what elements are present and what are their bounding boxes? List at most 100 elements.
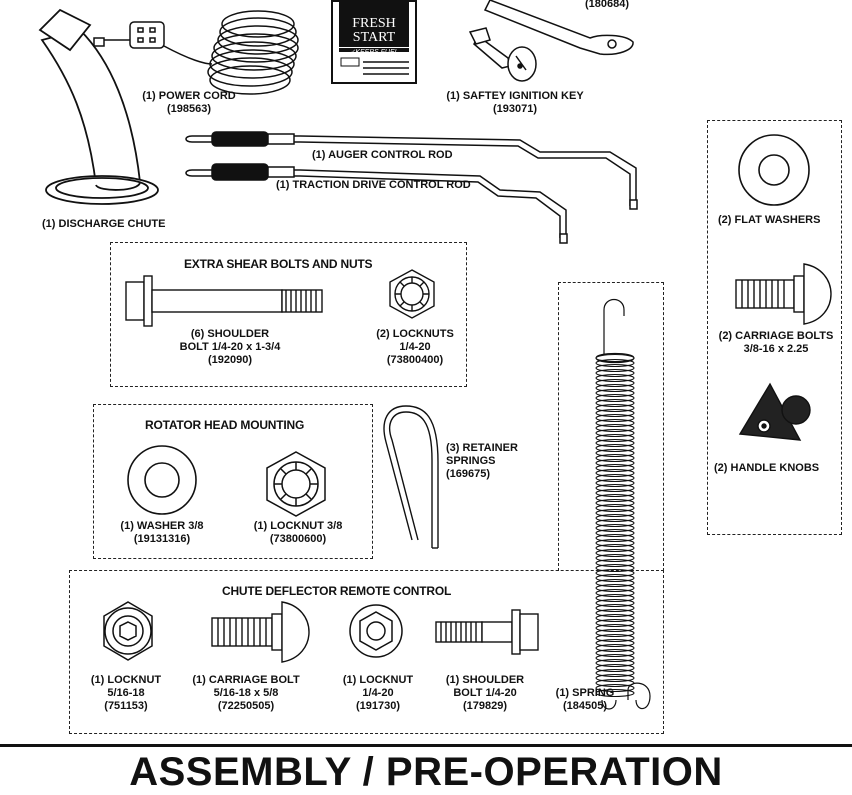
spring-coil	[595, 668, 635, 678]
spring-coil	[595, 613, 635, 623]
auger-control-rod-icon	[185, 131, 638, 210]
chute-deflector-box	[69, 570, 664, 734]
right-parts-box	[707, 120, 842, 535]
spring-coil	[595, 563, 635, 573]
spring-coil	[595, 483, 635, 493]
spring-coil	[595, 523, 635, 533]
retainer-spring-icon	[383, 405, 439, 549]
shoulder-bolt-icon	[125, 275, 323, 327]
spring-coil	[595, 463, 635, 473]
spring-box	[558, 282, 664, 571]
rotator-head-box	[93, 404, 373, 559]
spring-coil	[595, 608, 635, 618]
ignition-key-icon	[468, 27, 537, 82]
spring-coil	[595, 503, 635, 513]
spring-coil	[595, 603, 635, 613]
washer-icon	[127, 445, 197, 515]
handle-knob-icon	[738, 382, 811, 441]
spring-coil	[595, 408, 635, 418]
spring-coil	[595, 553, 635, 563]
fresh-start-fuel-stabilizer: FRESH START ✓KEEPS FUEL FRESH	[331, 0, 417, 84]
spring-coil	[595, 643, 635, 653]
discharge-chute-label: (1) DISCHARGE CHUTE	[42, 218, 166, 230]
spring-coil	[595, 663, 635, 673]
handle-knobs-label: (2) HANDLE KNOBS	[714, 462, 820, 474]
spring-coil	[595, 638, 635, 648]
auger-rod-label: (1) AUGER CONTROL ROD	[312, 149, 453, 161]
spring-coil	[595, 548, 635, 558]
spring-coil	[595, 633, 635, 643]
spring-coil	[595, 458, 635, 468]
spring-coil	[595, 558, 635, 568]
shoulder-bolt-1-4-icon	[435, 609, 539, 655]
spring-coil	[595, 478, 635, 488]
spring-coil	[595, 648, 635, 658]
spring-coil	[595, 488, 635, 498]
spring-coil	[595, 418, 635, 428]
spring-coil	[595, 353, 635, 363]
spring-coil	[595, 623, 635, 633]
carriage-bolt-5-16-icon	[211, 601, 310, 663]
page-section-title: ASSEMBLY / PRE-OPERATION	[129, 750, 723, 794]
traction-drive-control-rod-icon	[185, 163, 568, 244]
spring-coil	[595, 473, 635, 483]
spring-coil	[595, 498, 635, 508]
spring-coil	[595, 683, 635, 693]
shear-bolts-box	[110, 242, 467, 387]
ignition-key-label: (1) SAFTEY IGNITION KEY(193071)	[446, 90, 584, 115]
spring-coil	[595, 378, 635, 388]
spring-coil	[595, 533, 635, 543]
wrench-icon	[483, 0, 634, 56]
discharge-chute-icon	[38, 8, 159, 205]
spring-coil	[595, 678, 635, 688]
power-cord-icon	[93, 10, 299, 95]
spring-coil	[595, 538, 635, 548]
spring-coil	[595, 403, 635, 413]
spring-coil	[595, 398, 635, 408]
traction-rod-label: (1) TRACTION DRIVE CONTROL ROD	[276, 179, 471, 191]
spring-coil	[595, 653, 635, 663]
spring-coil	[595, 383, 635, 393]
spring-coil	[595, 363, 635, 373]
spring-coil	[595, 568, 635, 578]
spring-coil	[595, 423, 635, 433]
spring-coil	[595, 433, 635, 443]
spring-coil	[595, 468, 635, 478]
spring-coil	[595, 583, 635, 593]
carriage-bolt-icon	[735, 263, 832, 325]
spring-coil	[595, 373, 635, 383]
rotator-box-heading: ROTATOR HEAD MOUNTING	[145, 418, 305, 432]
spring-coil	[595, 628, 635, 638]
spring-coil	[595, 358, 635, 368]
spring-label: (1) SPRING(184505)	[555, 687, 615, 712]
fresh-start-label: FRESH START ✓KEEPS FUEL FRESH	[339, 2, 409, 65]
spring-coil	[595, 443, 635, 453]
spring-coil	[595, 578, 635, 588]
spring-coil	[595, 518, 635, 528]
chute-box-heading: CHUTE DEFLECTOR REMOTE CONTROL	[222, 584, 452, 598]
spring-coils	[595, 353, 635, 698]
spring-coil	[595, 388, 635, 398]
spring-coil	[595, 598, 635, 608]
spring-coil	[595, 493, 635, 503]
shear-box-heading: EXTRA SHEAR BOLTS AND NUTS	[184, 257, 373, 271]
flat-washers-label: (2) FLAT WASHERS	[718, 214, 821, 226]
spring-coil	[595, 393, 635, 403]
locknut-5-16-icon	[103, 601, 153, 661]
spring-coil	[595, 438, 635, 448]
wrench-part-number: (180684)	[585, 0, 630, 10]
spring-coil	[595, 543, 635, 553]
rotator-locknut-label: (1) LOCKNUT 3/8(73800600)	[253, 520, 343, 545]
spring-coil	[595, 413, 635, 423]
spring-coil	[595, 593, 635, 603]
spring-coil	[595, 368, 635, 378]
